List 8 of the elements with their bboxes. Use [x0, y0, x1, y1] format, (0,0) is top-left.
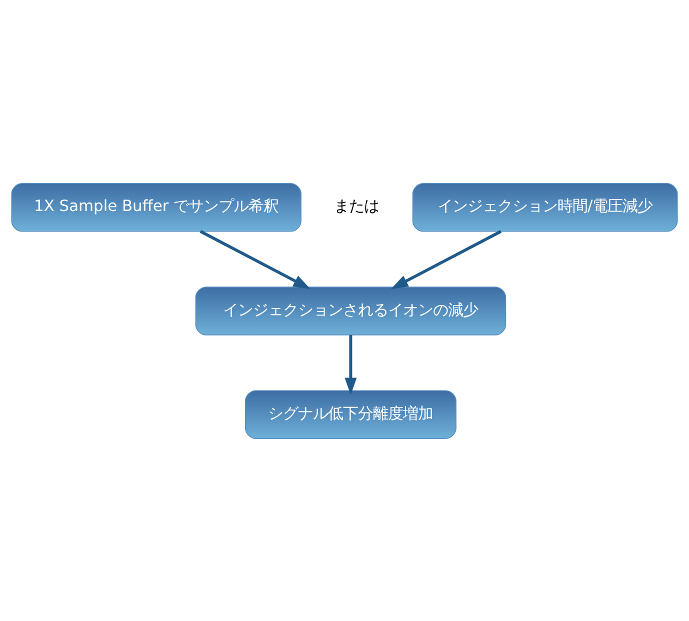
- node-box: 1X Sample Buffer でサンプル希釈: [11, 182, 302, 232]
- node-box: シグナル低下分離度増加: [244, 390, 456, 438]
- node-box: インジェクション時間/電圧減少: [412, 182, 678, 232]
- label: または: [334, 196, 380, 215]
- arrow: [390, 230, 502, 289]
- arrow: [344, 334, 357, 394]
- node-box: インジェクションされるイオンの減少: [195, 286, 506, 335]
- arrow: [200, 230, 310, 289]
